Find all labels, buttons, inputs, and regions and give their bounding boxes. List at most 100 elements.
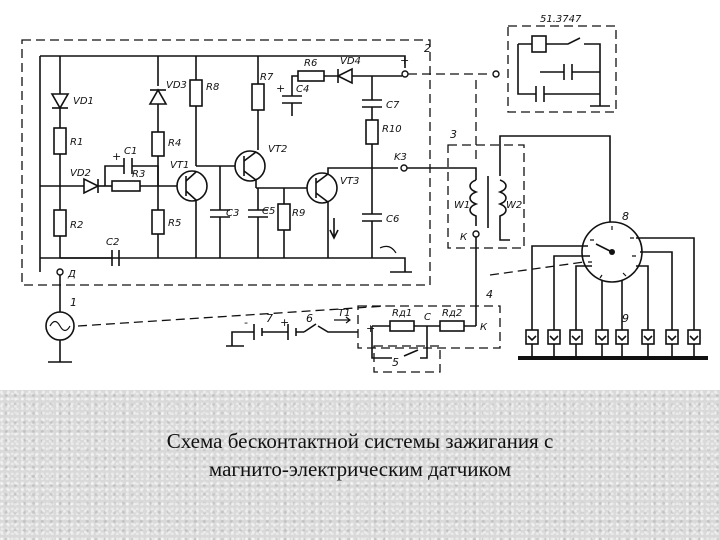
link-distributor bbox=[489, 261, 585, 276]
spark-plug-tips bbox=[527, 335, 699, 342]
label-n9: 9 bbox=[622, 312, 629, 325]
diode-vd4 bbox=[336, 67, 353, 85]
ground-rail bbox=[40, 257, 406, 272]
label-r5: R5 bbox=[168, 218, 181, 229]
terminal-coil-k bbox=[472, 230, 480, 238]
terminal-module bbox=[492, 70, 500, 78]
label-r7: R7 bbox=[260, 72, 274, 83]
spark-plugs bbox=[518, 329, 708, 360]
label-vd2: VD2 bbox=[70, 168, 91, 179]
transistor-vt1 bbox=[176, 170, 208, 202]
vt1-collector bbox=[185, 171, 197, 182]
link-module bbox=[408, 73, 492, 164]
label-r10: R10 bbox=[382, 124, 402, 135]
label-d: Д bbox=[67, 269, 76, 280]
label-vt3: VT3 bbox=[340, 176, 359, 187]
ground-arrow bbox=[379, 245, 397, 254]
ignition-switch-blade bbox=[303, 323, 317, 333]
label-plus-c1: + bbox=[112, 150, 121, 163]
module-frame bbox=[507, 25, 617, 113]
diode-vd1 bbox=[50, 93, 70, 110]
resistor-r4 bbox=[151, 131, 165, 157]
distributor-contacts bbox=[588, 226, 636, 279]
resistor-r1 bbox=[53, 127, 67, 155]
label-w1: W1 bbox=[454, 200, 470, 211]
lead-3 bbox=[575, 265, 592, 330]
label-r6: R6 bbox=[304, 58, 317, 69]
coil-frame bbox=[447, 144, 525, 249]
label-part: 51.3747 bbox=[540, 14, 582, 25]
spark-plug bbox=[641, 329, 655, 345]
label-n8: 8 bbox=[622, 210, 629, 223]
t1-arrow bbox=[334, 316, 351, 324]
vt1-emitter bbox=[185, 190, 197, 201]
terminal-d bbox=[56, 268, 64, 276]
label-t1: T1 bbox=[338, 308, 350, 319]
resistor-rd2 bbox=[439, 320, 465, 332]
mechanical-link bbox=[77, 305, 387, 327]
wire-w2-to-distributor bbox=[499, 135, 611, 226]
caption-line-2: магнито-электрическим датчиком bbox=[208, 457, 512, 481]
label-k-block: К bbox=[480, 322, 488, 333]
switch-frame bbox=[373, 345, 441, 373]
label-r3: R3 bbox=[132, 169, 145, 180]
sine-icon bbox=[49, 320, 71, 332]
spark-plug bbox=[665, 329, 679, 345]
wire-battery bbox=[231, 325, 358, 346]
label-n6: 6 bbox=[306, 312, 313, 325]
diode-vd2 bbox=[83, 177, 100, 195]
label-k-coil: К bbox=[460, 232, 468, 243]
label-plus-top: + bbox=[400, 54, 409, 67]
label-r9: R9 bbox=[292, 208, 305, 219]
resistor-rd1 bbox=[389, 320, 415, 332]
lead-7 bbox=[640, 251, 673, 330]
label-plus-block: + bbox=[366, 322, 375, 335]
spark-plug bbox=[595, 329, 609, 345]
label-r8: R8 bbox=[206, 82, 219, 93]
label-vd4: VD4 bbox=[340, 56, 361, 67]
wire-switch bbox=[371, 326, 428, 359]
label-c6: C6 bbox=[386, 214, 399, 225]
label-c5: C5 bbox=[262, 206, 275, 217]
spark-plug-stems bbox=[531, 344, 695, 356]
label-w2: W2 bbox=[506, 200, 522, 211]
current-arrow bbox=[329, 218, 339, 240]
transistor-vt2 bbox=[234, 150, 266, 182]
resistor-r10 bbox=[365, 119, 379, 145]
vt3-emitter bbox=[315, 192, 329, 203]
diagram-caption: Схема бесконтактной системы зажигания с … bbox=[60, 427, 660, 483]
lead-8 bbox=[636, 237, 695, 330]
label-c4: C4 bbox=[296, 84, 309, 95]
resistor-r9 bbox=[277, 203, 291, 231]
resistor-r6 bbox=[297, 70, 325, 82]
label-rd2: Rд2 bbox=[442, 308, 462, 319]
terminal-k3 bbox=[400, 164, 408, 172]
resistor-r2 bbox=[53, 209, 67, 237]
spark-plug bbox=[547, 329, 561, 345]
vt2-emitter bbox=[243, 170, 257, 181]
label-vt2: VT2 bbox=[268, 144, 287, 155]
label-rd1: Rд1 bbox=[392, 308, 412, 319]
label-r1: R1 bbox=[70, 137, 83, 148]
wire-r6-vd4 bbox=[291, 75, 402, 78]
coil-w2 bbox=[497, 179, 507, 226]
label-vd1: VD1 bbox=[73, 96, 94, 107]
label-plus-c4: + bbox=[276, 82, 285, 95]
spark-plug bbox=[569, 329, 583, 345]
module-relay bbox=[531, 35, 547, 53]
transistor-vt3 bbox=[306, 172, 338, 204]
lead-6 bbox=[636, 265, 649, 330]
spark-plug bbox=[687, 329, 701, 345]
label-n2: 2 bbox=[424, 42, 431, 55]
label-vd3: VD3 bbox=[166, 80, 187, 91]
resistor-r5 bbox=[151, 209, 165, 235]
resistor-block-frame bbox=[357, 305, 501, 349]
terminal-plus bbox=[401, 70, 409, 78]
caption-line-1: Схема бесконтактной системы зажигания с bbox=[166, 429, 554, 453]
top-rail bbox=[40, 55, 406, 68]
vt2-collector bbox=[243, 151, 257, 162]
circuit-diagram-area: 2 + VD1 R1 VD2 R3 C1 + R2 C2 VD3 R4 R5 bbox=[21, 14, 708, 373]
label-c-block: С bbox=[424, 312, 431, 323]
vt3-collector bbox=[315, 173, 329, 184]
caption-panel bbox=[0, 390, 720, 540]
